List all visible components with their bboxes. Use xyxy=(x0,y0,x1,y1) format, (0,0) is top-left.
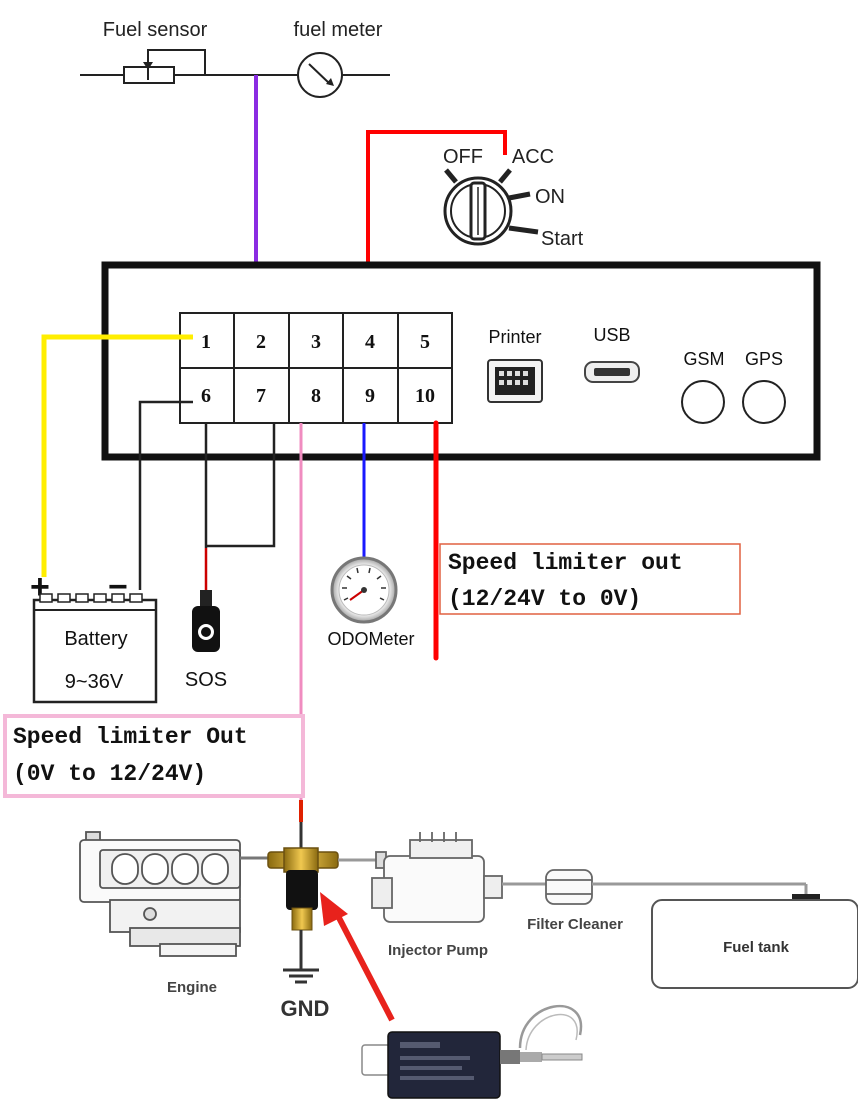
fuel-tank: Fuel tank xyxy=(651,894,858,989)
printer-label: Printer xyxy=(488,327,541,347)
pointer-arrow xyxy=(320,892,395,1022)
sos-label: SOS xyxy=(185,669,227,691)
battery-minus-wire xyxy=(138,400,193,590)
printer-port: Printer xyxy=(487,327,543,403)
pin-9: 9 xyxy=(365,385,375,407)
pin-7: 7 xyxy=(256,385,266,407)
battery-voltage-label: 9~36V xyxy=(65,671,124,693)
usb-label: USB xyxy=(593,325,630,345)
solenoid-valve-icon xyxy=(286,870,318,910)
speed-pink-line1: Speed limiter Out xyxy=(13,724,248,750)
fuel-shutoff-solenoid xyxy=(267,847,378,931)
ignition-off-label: OFF xyxy=(443,146,483,168)
gps-label: GPS xyxy=(745,349,783,369)
speed-red-line2: (12/24V to 0V) xyxy=(448,586,641,612)
terminal-block: 1 2 3 4 5 6 7 8 9 10 xyxy=(179,312,453,424)
engine xyxy=(79,831,280,957)
battery: + − Battery 9~36V xyxy=(30,568,158,704)
sos-button: SOS xyxy=(185,590,227,691)
battery-plus-wire xyxy=(41,334,193,577)
fuel-sensor-line: Fuel sensor fuel meter xyxy=(80,19,390,98)
gps-antenna-icon xyxy=(742,380,786,424)
pin-1: 1 xyxy=(201,331,211,353)
injector-pump-icon xyxy=(383,855,485,923)
pin-8: 8 xyxy=(311,385,321,407)
ignition-acc-label: ACC xyxy=(512,146,554,168)
acc-wire xyxy=(366,130,507,313)
ignition-switch: OFF ACC ON Start xyxy=(443,146,584,250)
injector-pump-label: Injector Pump xyxy=(388,942,488,959)
speed-limiter-pink-callout: Speed limiter Out (0V to 12/24V) xyxy=(3,714,305,798)
sos-wire-b xyxy=(206,423,276,548)
pin-5: 5 xyxy=(420,331,430,353)
filter-cleaner xyxy=(545,869,808,905)
gsm-antenna-icon xyxy=(681,380,725,424)
pin-6: 6 xyxy=(201,385,211,407)
fuel-meter-label: fuel meter xyxy=(294,19,383,41)
engine-label: Engine xyxy=(167,979,217,996)
injector-pump xyxy=(371,832,546,923)
ground-symbol: GND xyxy=(281,930,330,1021)
fuel-sensor-label: Fuel sensor xyxy=(103,19,208,41)
pin-3: 3 xyxy=(311,331,321,353)
arrow-icon xyxy=(333,910,395,1022)
speed-red-line1: Speed limiter out xyxy=(448,550,683,576)
battery-label: Battery xyxy=(64,628,127,650)
speed-limiter-module-icon xyxy=(387,1031,501,1099)
odometer-label: ODOMeter xyxy=(327,629,414,649)
filter-cleaner-label: Filter Cleaner xyxy=(527,916,623,933)
speed-limiter-module xyxy=(361,1004,583,1099)
filter-cleaner-icon xyxy=(545,869,593,905)
pin-10: 10 xyxy=(415,385,435,407)
pin-4: 4 xyxy=(365,331,375,353)
pin-2: 2 xyxy=(256,331,266,353)
antenna-ports: GSM GPS xyxy=(681,349,786,424)
ignition-start-label: Start xyxy=(541,228,584,250)
speed-pink-line2: (0V to 12/24V) xyxy=(13,761,206,787)
gnd-label: GND xyxy=(281,996,330,1021)
speed-limiter-red-callout: Speed limiter out (12/24V to 0V) xyxy=(439,543,741,615)
fuel-tank-icon xyxy=(651,899,858,989)
usb-port: USB xyxy=(584,325,640,383)
ignition-on-label: ON xyxy=(535,186,565,208)
fuel-tank-label: Fuel tank xyxy=(723,939,790,956)
odometer: ODOMeter xyxy=(327,556,415,649)
gsm-label: GSM xyxy=(683,349,724,369)
